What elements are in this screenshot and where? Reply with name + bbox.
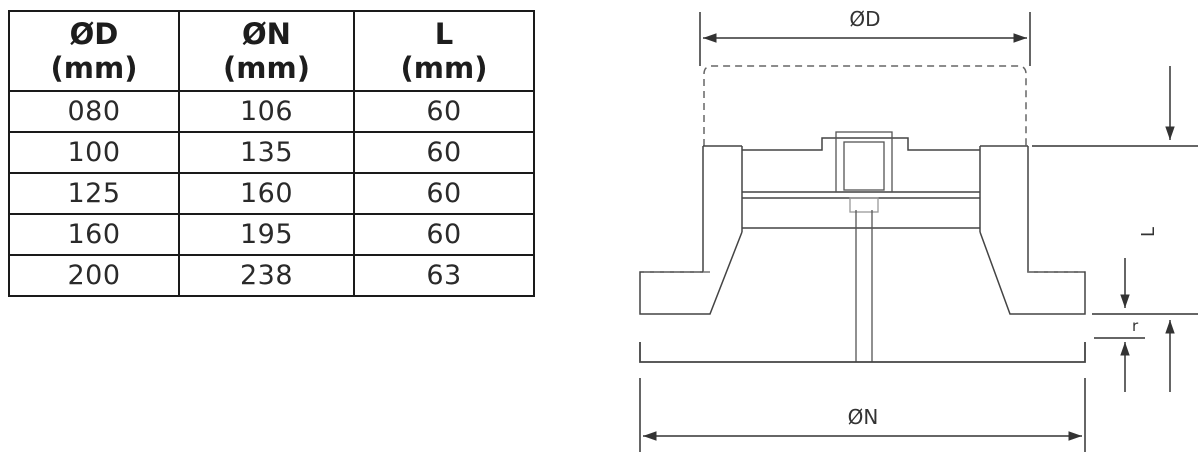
cap-body-right <box>979 145 1086 315</box>
cell-base-diameter: 106 <box>178 90 355 133</box>
cell-outer-diameter: 080 <box>8 90 180 133</box>
base-diameter-dimension <box>639 378 1086 452</box>
header-outer-diameter: ØD (mm) <box>8 10 180 92</box>
cell-outer-diameter: 200 <box>8 254 180 297</box>
base-plate <box>639 342 1086 363</box>
cell-length: 60 <box>353 90 535 133</box>
cell-length: 60 <box>353 131 535 174</box>
length-dimension <box>1032 66 1198 392</box>
cell-length: 60 <box>353 172 535 215</box>
cell-base-diameter: 160 <box>178 172 355 215</box>
table-row: 080 106 60 <box>8 90 535 133</box>
cell-outer-diameter: 160 <box>8 213 180 256</box>
top-plate <box>742 137 980 229</box>
header-base-diameter: ØN (mm) <box>178 10 355 92</box>
base-diameter-label: ØN <box>848 405 879 429</box>
header-unit: (mm) <box>223 51 310 85</box>
header-unit: (mm) <box>400 51 488 85</box>
table-row: 125 160 60 <box>8 172 535 215</box>
cell-base-diameter: 195 <box>178 213 355 256</box>
table-header-row: ØD (mm) ØN (mm) L (mm) <box>8 10 535 92</box>
cap-body-left <box>639 145 743 315</box>
center-bolt <box>835 131 893 362</box>
table-row: 200 238 63 <box>8 254 535 297</box>
table-row: 160 195 60 <box>8 213 535 256</box>
rim-dimension <box>1094 258 1145 392</box>
length-label: L <box>1138 227 1159 237</box>
header-symbol: L <box>434 17 454 51</box>
rim-label: r <box>1132 317 1139 335</box>
outer-diameter-label: ØD <box>849 7 880 31</box>
header-symbol: ØD <box>69 17 119 51</box>
header-length: L (mm) <box>353 10 535 92</box>
cell-base-diameter: 238 <box>178 254 355 297</box>
cell-outer-diameter: 100 <box>8 131 180 174</box>
header-unit: (mm) <box>50 51 138 85</box>
cell-length: 63 <box>353 254 535 297</box>
cell-outer-diameter: 125 <box>8 172 180 215</box>
cell-length: 60 <box>353 213 535 256</box>
technical-drawing: ØD ØN L <box>639 7 1198 452</box>
outer-diameter-dimension <box>699 12 1031 66</box>
table-row: 100 135 60 <box>8 131 535 174</box>
pipe-outline-dashed <box>703 65 1027 146</box>
header-symbol: ØN <box>242 17 291 51</box>
cell-base-diameter: 135 <box>178 131 355 174</box>
dimension-table: ØD (mm) ØN (mm) L (mm) 080 106 60 100 13… <box>8 10 535 297</box>
